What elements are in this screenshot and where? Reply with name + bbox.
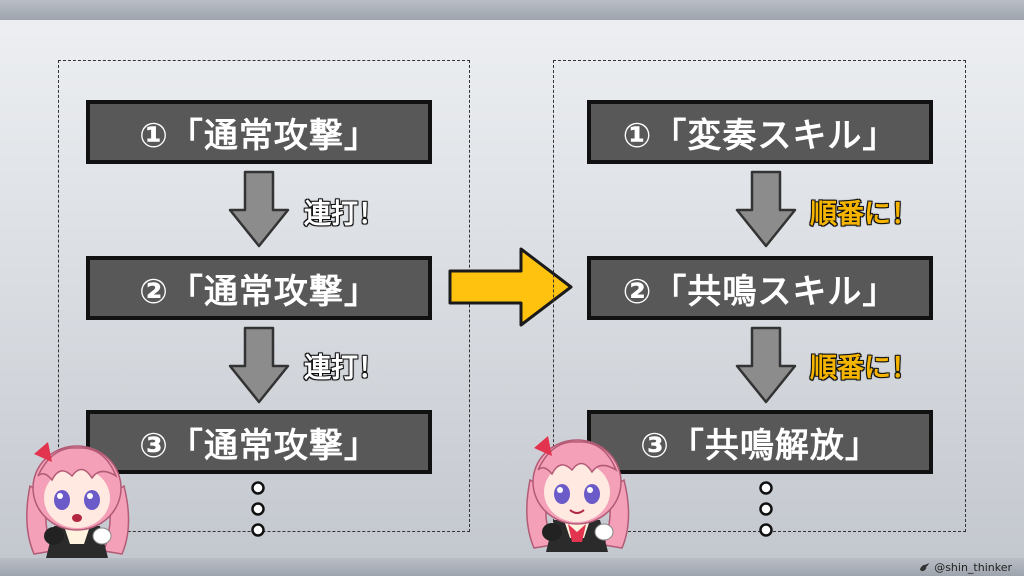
- left-down-arrow-1: [228, 170, 290, 248]
- right-down-arrow-1: [735, 170, 797, 248]
- left-step-1-label: ①「通常攻撃」: [139, 115, 379, 156]
- left-note-2: 連打！: [303, 352, 386, 385]
- right-step-1-label: ①「変奏スキル」: [622, 115, 898, 156]
- bird-icon: [920, 562, 930, 572]
- left-step-3-label: ③「通常攻撃」: [139, 425, 379, 466]
- right-note-1: 順番に！: [809, 198, 919, 231]
- right-step-3-label: ③「共鳴解放」: [640, 425, 880, 466]
- left-continuation-dots: [251, 481, 265, 537]
- mascot-character-left: [26, 442, 130, 558]
- left-step-3-box: ③「通常攻撃」: [86, 410, 432, 474]
- left-step-1-box: ①「通常攻撃」: [86, 100, 432, 164]
- transition-arrow: [448, 247, 573, 327]
- mascot-character-right: [526, 436, 630, 552]
- bottom-frame-bar: [0, 558, 1024, 576]
- top-frame-bar: [0, 0, 1024, 20]
- right-step-2-label: ②「共鳴スキル」: [622, 271, 898, 312]
- author-handle: @shin_thinker: [934, 561, 1012, 574]
- right-step-2-box: ②「共鳴スキル」: [587, 256, 933, 320]
- left-step-2-label: ②「通常攻撃」: [139, 271, 379, 312]
- author-credit: @shin_thinker: [919, 561, 1012, 574]
- right-step-1-box: ①「変奏スキル」: [587, 100, 933, 164]
- left-down-arrow-2: [228, 326, 290, 404]
- right-note-2: 順番に！: [809, 352, 919, 385]
- right-continuation-dots: [759, 481, 773, 537]
- left-note-1: 連打！: [303, 198, 386, 231]
- right-step-3-box: ③「共鳴解放」: [587, 410, 933, 474]
- left-step-2-box: ②「通常攻撃」: [86, 256, 432, 320]
- right-down-arrow-2: [735, 326, 797, 404]
